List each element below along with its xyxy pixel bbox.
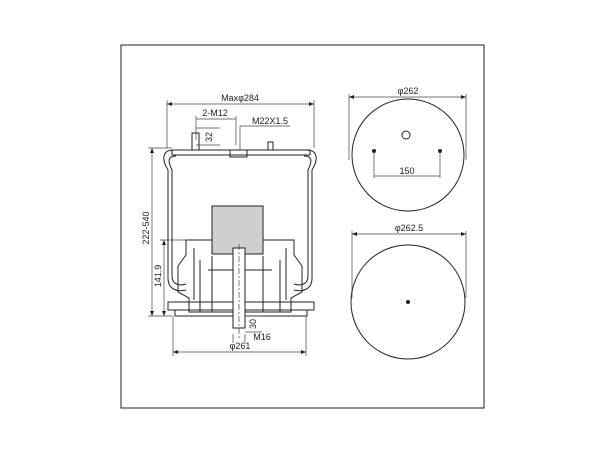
top-plate bbox=[171, 149, 311, 156]
bumper-block bbox=[211, 205, 264, 255]
air-fitting bbox=[229, 149, 248, 158]
stud-length-label: 30 bbox=[248, 319, 258, 329]
piston-diameter-label: φ261 bbox=[230, 341, 251, 351]
max-diameter-dimension: Maxφ284 bbox=[166, 93, 315, 148]
piston-diameter-dimension: φ261 bbox=[172, 316, 307, 356]
height-range-dimension: 222-540 bbox=[141, 147, 172, 317]
air-port-hole bbox=[401, 130, 411, 140]
bottom-stud-label: M16 bbox=[253, 332, 271, 342]
top-bolt-right bbox=[267, 141, 274, 151]
bolt-spacing-label: 150 bbox=[399, 166, 414, 176]
air-fitting-callout: M22X1.5 bbox=[239, 116, 290, 150]
top-bolts-label: 2-M12 bbox=[202, 108, 228, 118]
max-diameter-label: Maxφ284 bbox=[221, 93, 259, 103]
top-view: φ262 150 bbox=[348, 86, 467, 212]
piston bbox=[177, 239, 303, 313]
bottom-view: φ262.5 bbox=[350, 223, 467, 360]
center-stud-hole bbox=[406, 300, 410, 304]
min-height-dimension: 141.9 bbox=[153, 239, 186, 316]
bottom-diameter-label: φ262.5 bbox=[395, 223, 423, 233]
bolt-length-label: 32 bbox=[204, 132, 214, 142]
top-bolts-dimension: 2-M12 bbox=[195, 108, 237, 145]
top-diameter-label: φ262 bbox=[398, 86, 419, 96]
stud-length-dimension: 30 bbox=[245, 315, 262, 333]
side-view: Maxφ284 2-M12 M22X1.5 32 bbox=[141, 93, 317, 356]
air-fitting-label: M22X1.5 bbox=[252, 116, 288, 126]
min-height-label: 141.9 bbox=[153, 265, 163, 288]
top-plate-circle bbox=[351, 98, 465, 212]
drawing-frame bbox=[120, 44, 485, 409]
bottom-plate-circle bbox=[350, 244, 466, 360]
bolt-length-dimension: 32 bbox=[196, 127, 220, 146]
height-range-label: 222-540 bbox=[141, 211, 151, 244]
top-bolt-left bbox=[191, 132, 200, 151]
